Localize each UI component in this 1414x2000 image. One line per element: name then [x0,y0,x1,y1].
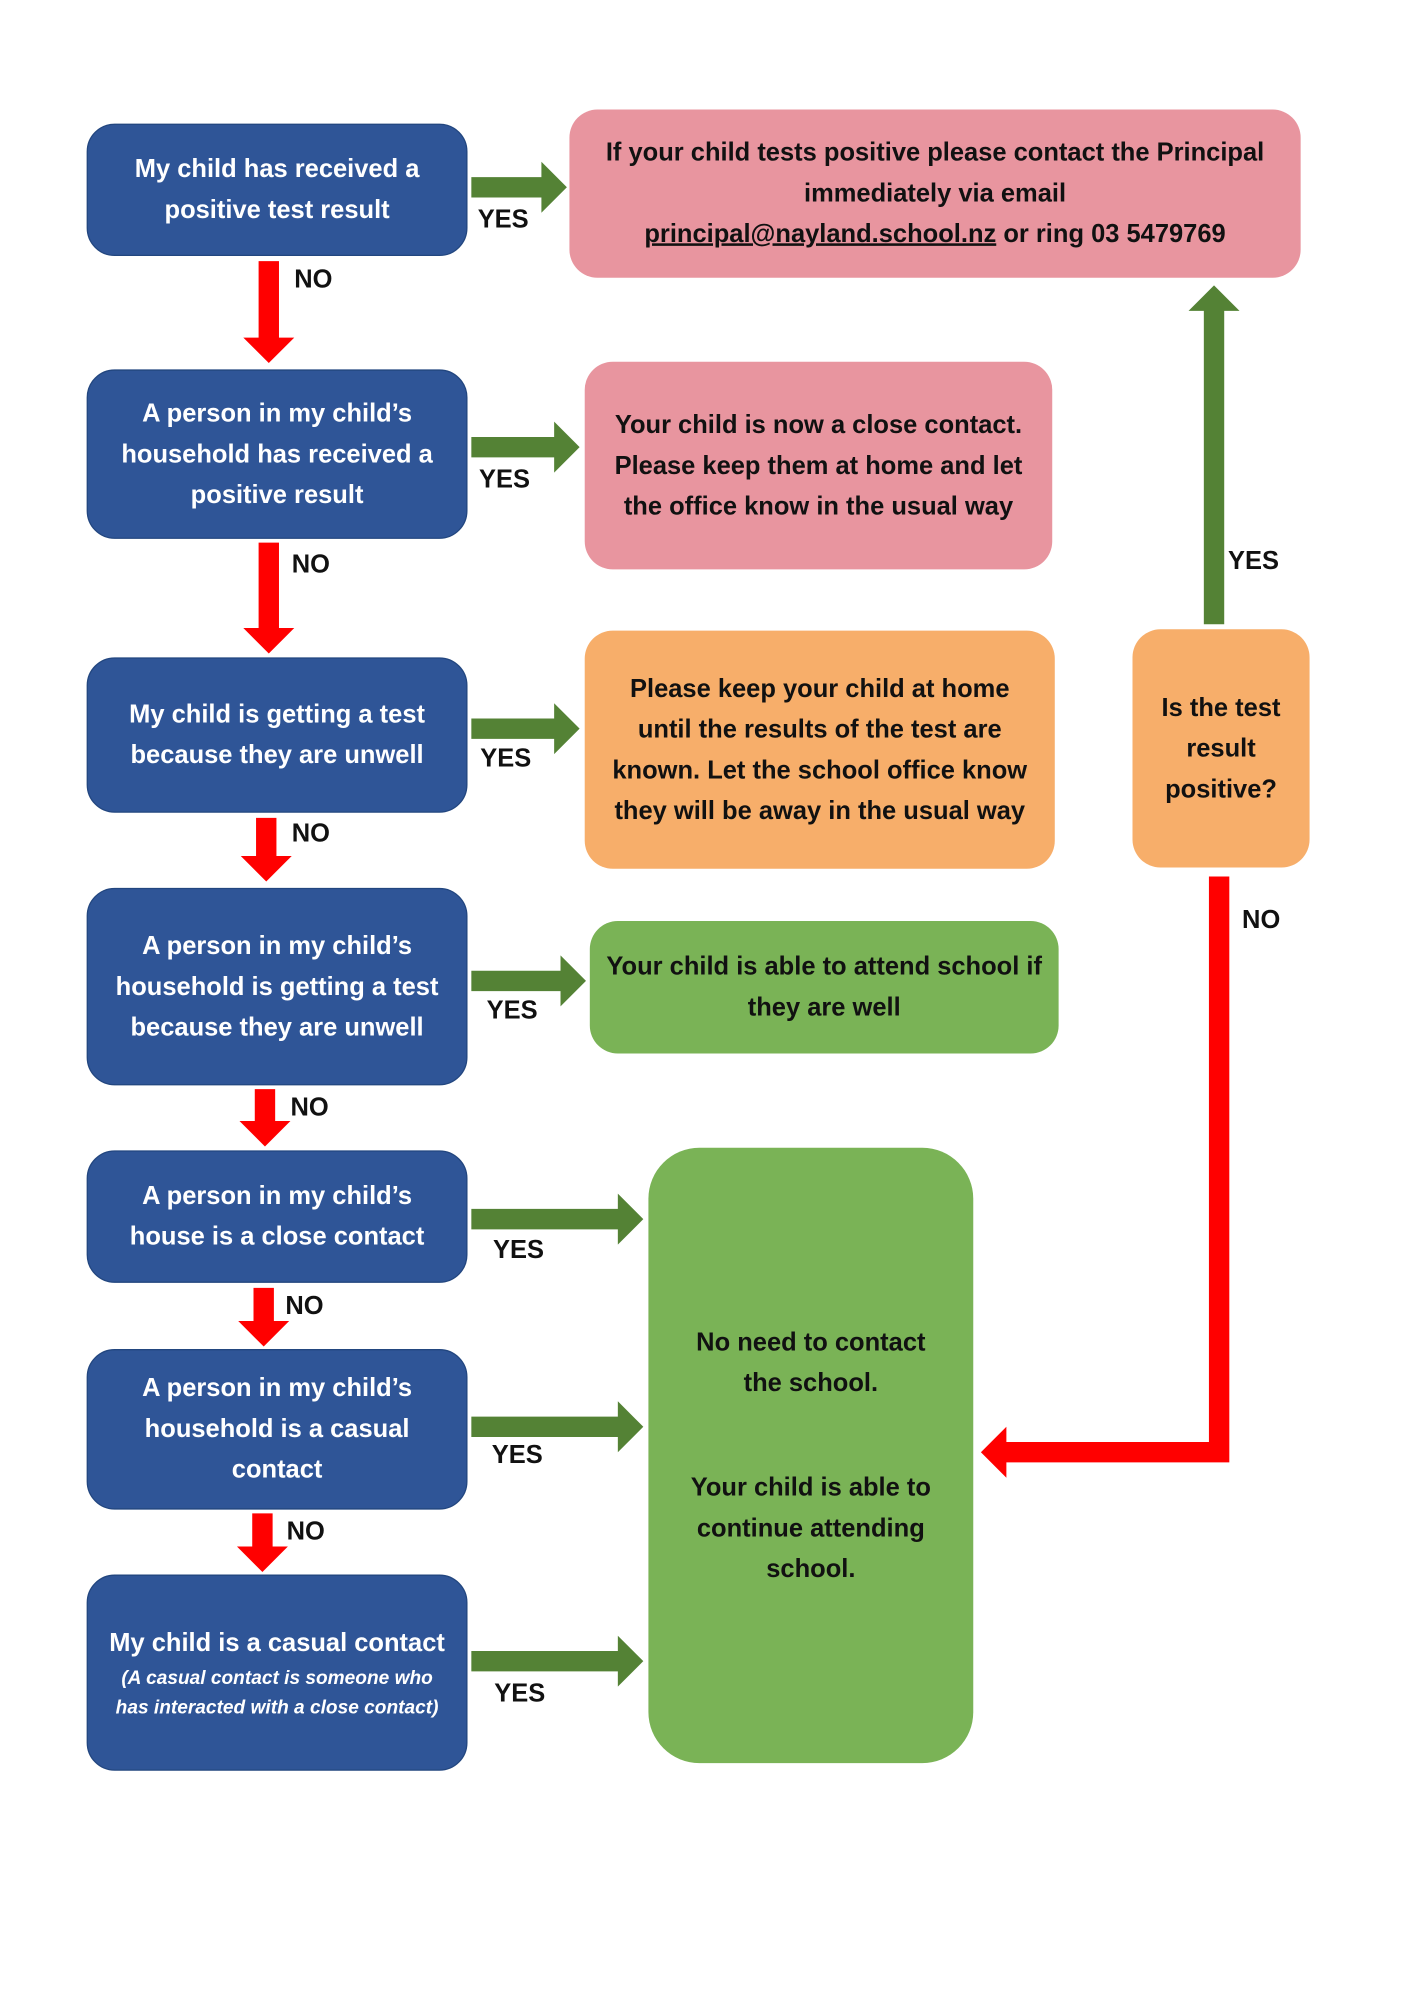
question-child-casual-contact: My child is a casual contact (A casual co… [86,1574,468,1771]
yes-arrow-up [1188,285,1240,625]
no-label: NO [294,265,333,294]
no-label: NO [291,819,330,848]
yes-label: YES [480,744,532,773]
yes-label: YES [486,996,538,1025]
yes-arrow-5 [471,1193,644,1245]
yes-arrow-3 [471,703,580,755]
outcome-able-attend: Your child is able to attend school if t… [589,921,1059,1054]
no-label: NO [291,550,330,579]
yes-label: YES [491,1441,543,1470]
no-arrow-5 [238,1287,290,1347]
outcome-no-need-contact: No need to contact the school. Your child… [648,1147,974,1764]
question-household-positive: A person in my child’s household has rec… [86,369,468,539]
outcome-text: Your child is able to attend school if t… [606,952,1042,1022]
question-text: My child is a casual contact [109,1629,445,1658]
question-text: A person in my child’s household is a ca… [142,1374,413,1485]
no-label: NO [290,1093,329,1122]
yes-label: YES [494,1679,546,1708]
yes-arrow-2 [471,421,580,473]
outcome-close-contact: Your child is now a close contact. Pleas… [584,361,1053,570]
outcome-contact-principal: If your child tests positive please cont… [569,109,1301,278]
yes-arrow-1 [471,161,567,213]
yes-label: YES [477,205,529,234]
no-arrow-1 [243,261,295,364]
no-arrow-2 [243,542,295,654]
yes-label: YES [1228,547,1280,576]
principal-email-link[interactable]: principal@nayland.school.nz [644,220,997,249]
outcome-text: Your child is able to continue attending… [690,1473,931,1583]
outcome-text: Please keep your child at home until the… [612,674,1028,825]
question-positive-test: My child has received a positive test re… [86,123,468,257]
yes-arrow-7 [471,1635,644,1687]
question-text: A person in my child’s household has rec… [121,399,433,509]
yes-arrow-6 [471,1401,644,1453]
question-household-testing: A person in my child’s household is gett… [86,887,468,1086]
no-label: NO [286,1517,325,1546]
outcome-text: Your child is now a close contact. Pleas… [614,410,1023,521]
question-text: Is the test result positive? [1161,693,1281,804]
outcome-text: If your child tests positive please cont… [605,138,1265,208]
phone-text: or ring 03 5479769 [996,220,1226,249]
no-arrow-3 [240,817,292,882]
question-test-positive: Is the test result positive? [1132,629,1310,868]
question-child-testing: My child is getting a test because they … [86,657,468,813]
no-arrow-6 [236,1513,288,1572]
question-household-close-contact: A person in my child’s house is a close … [86,1150,468,1283]
question-text: A person in my child’s house is a close … [129,1182,425,1251]
question-text: My child is getting a test because they … [129,700,426,770]
no-arrow-4 [239,1089,291,1147]
outcome-text: No need to contact the school. [696,1328,926,1397]
no-label: NO [285,1292,324,1321]
casual-contact-note: (A casual contact is someone who has int… [115,1667,439,1719]
no-label: NO [1242,906,1281,935]
question-text: My child has received a positive test re… [134,155,420,225]
yes-arrow-4 [471,955,586,1007]
question-text: A person in my child’s household is gett… [115,931,439,1042]
outcome-keep-home: Please keep your child at home until the… [584,630,1055,869]
yes-label: YES [492,1236,544,1265]
yes-label: YES [478,465,530,494]
question-household-casual-contact: A person in my child’s household is a ca… [86,1349,468,1510]
